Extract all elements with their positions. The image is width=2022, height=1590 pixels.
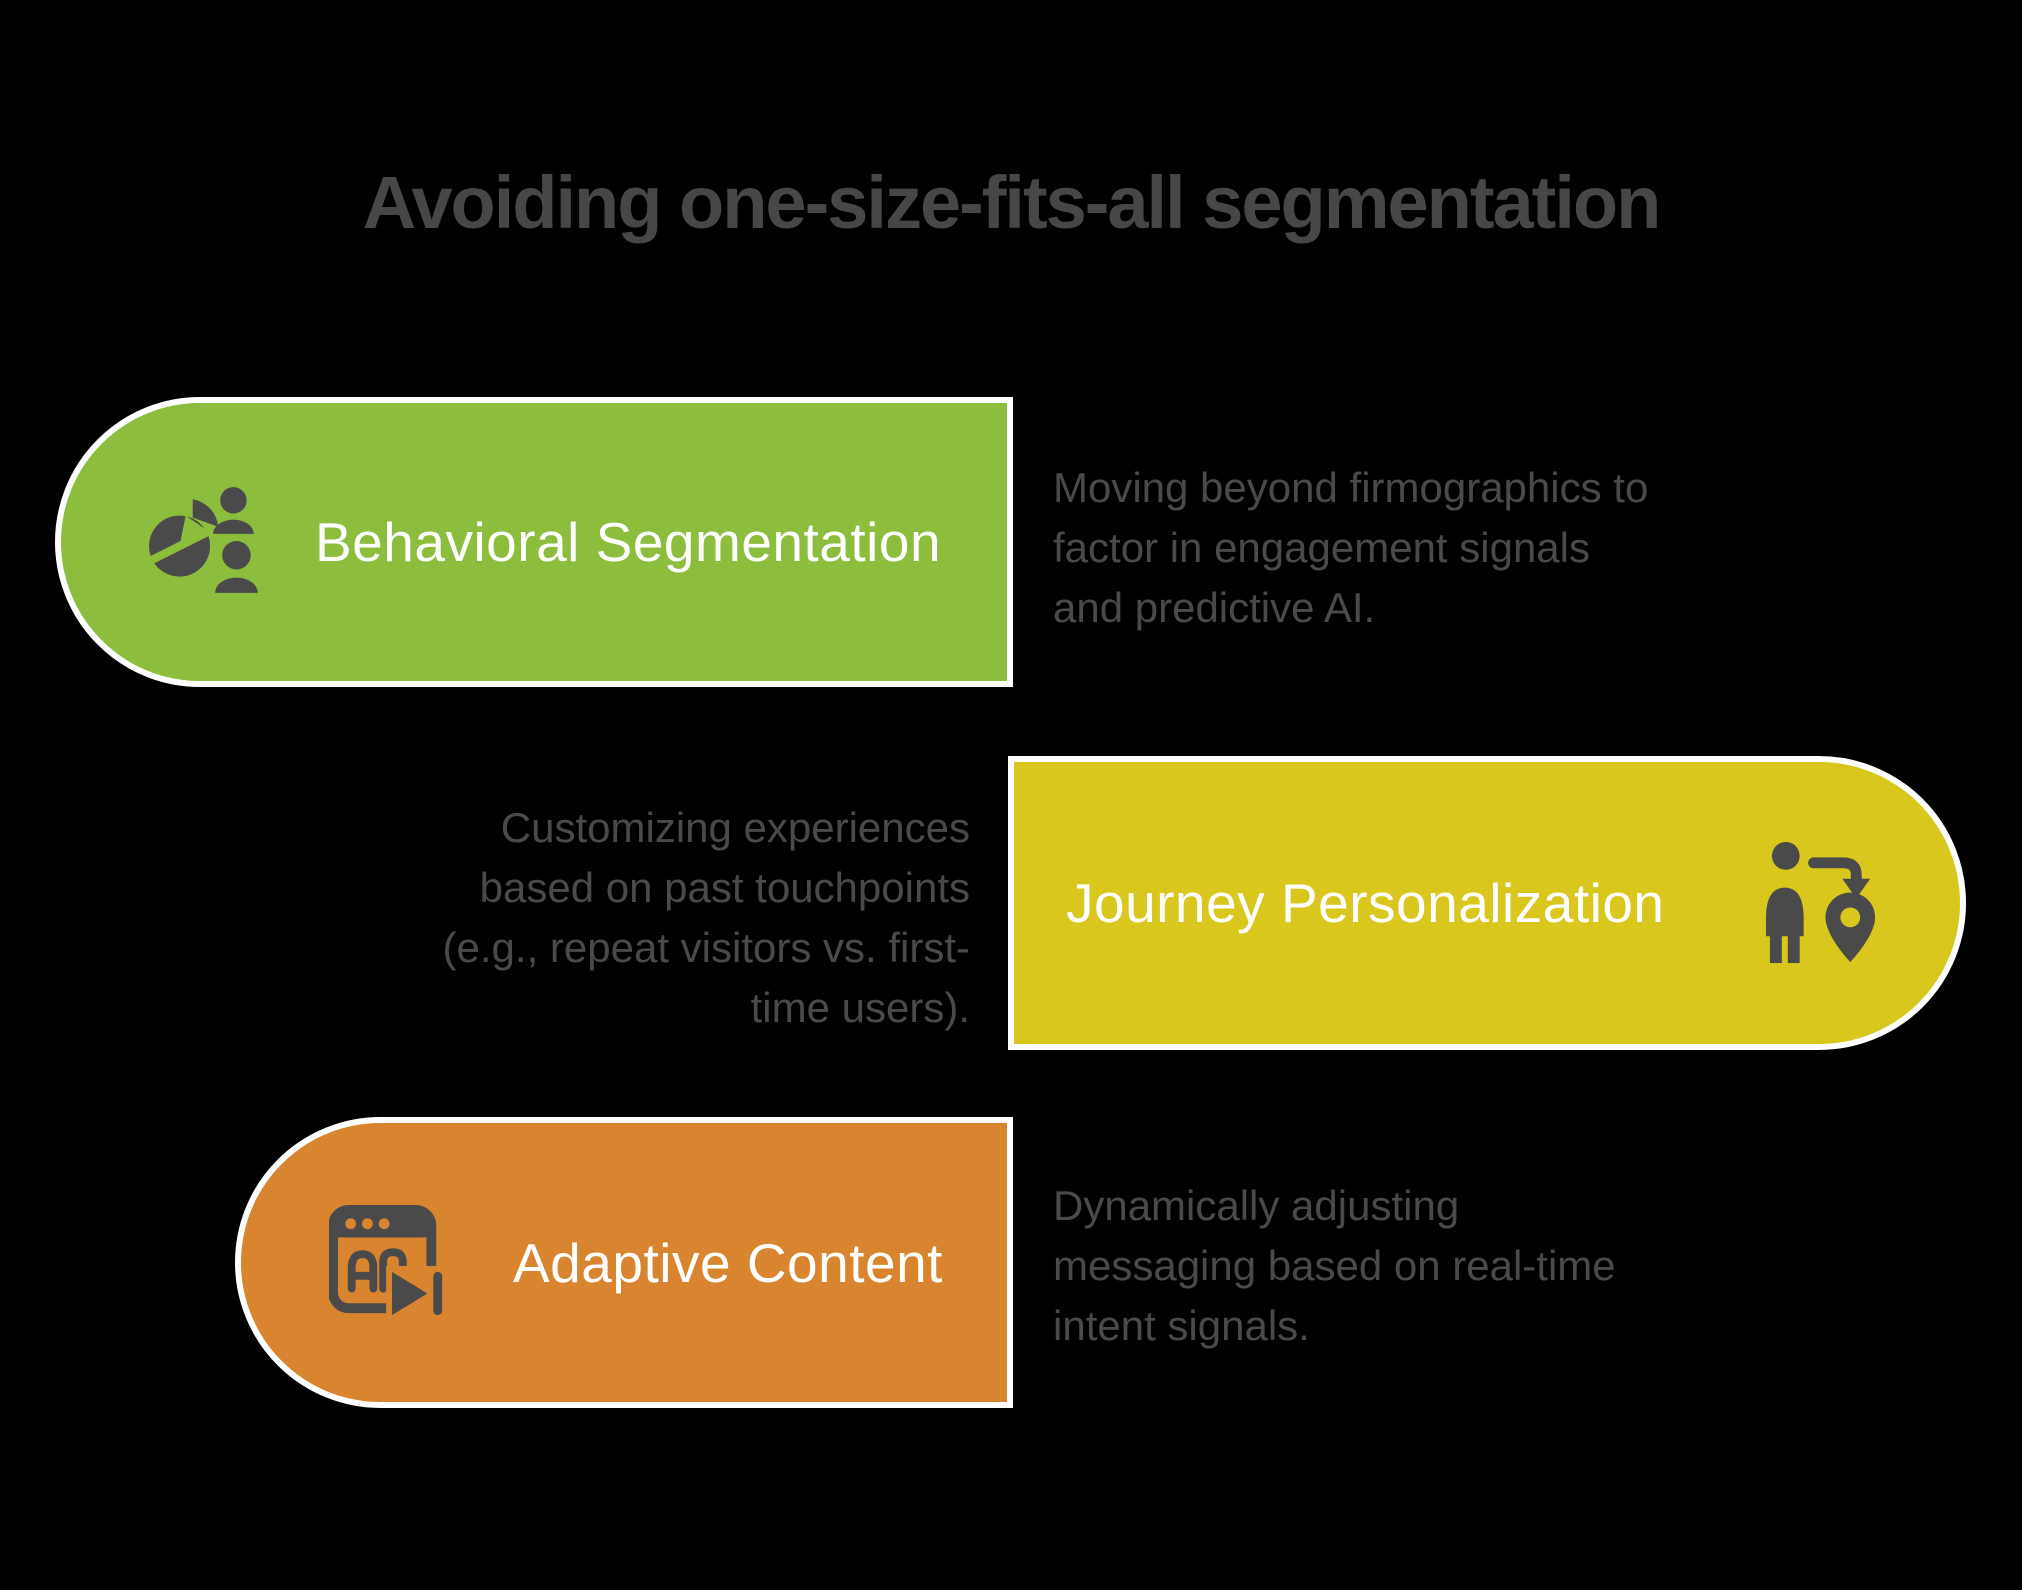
pie-chart-people-icon <box>147 487 258 593</box>
card-label: Behavioral Segmentation <box>315 511 942 573</box>
card-description: Customizing experiences based on past to… <box>442 804 970 1031</box>
browser-animation-icon <box>329 1204 457 1321</box>
person-route-pin-icon <box>1765 841 1876 964</box>
card-description: Dynamically adjusting messaging based on… <box>1053 1182 1616 1349</box>
card-description: Moving beyond firmographics to factor in… <box>1053 464 1649 631</box>
adaptive-content-card: Adaptive Content <box>235 1117 1013 1408</box>
page-title: Avoiding one-size-fits-all segmentation <box>362 161 1662 244</box>
card-label: Adaptive Content <box>513 1231 943 1294</box>
behavioral-segmentation-card: Behavioral Segmentation <box>55 397 1013 687</box>
card-label: Journey Personalization <box>1066 872 1665 934</box>
journey-personalization-card: Journey Personalization <box>1008 756 1966 1050</box>
